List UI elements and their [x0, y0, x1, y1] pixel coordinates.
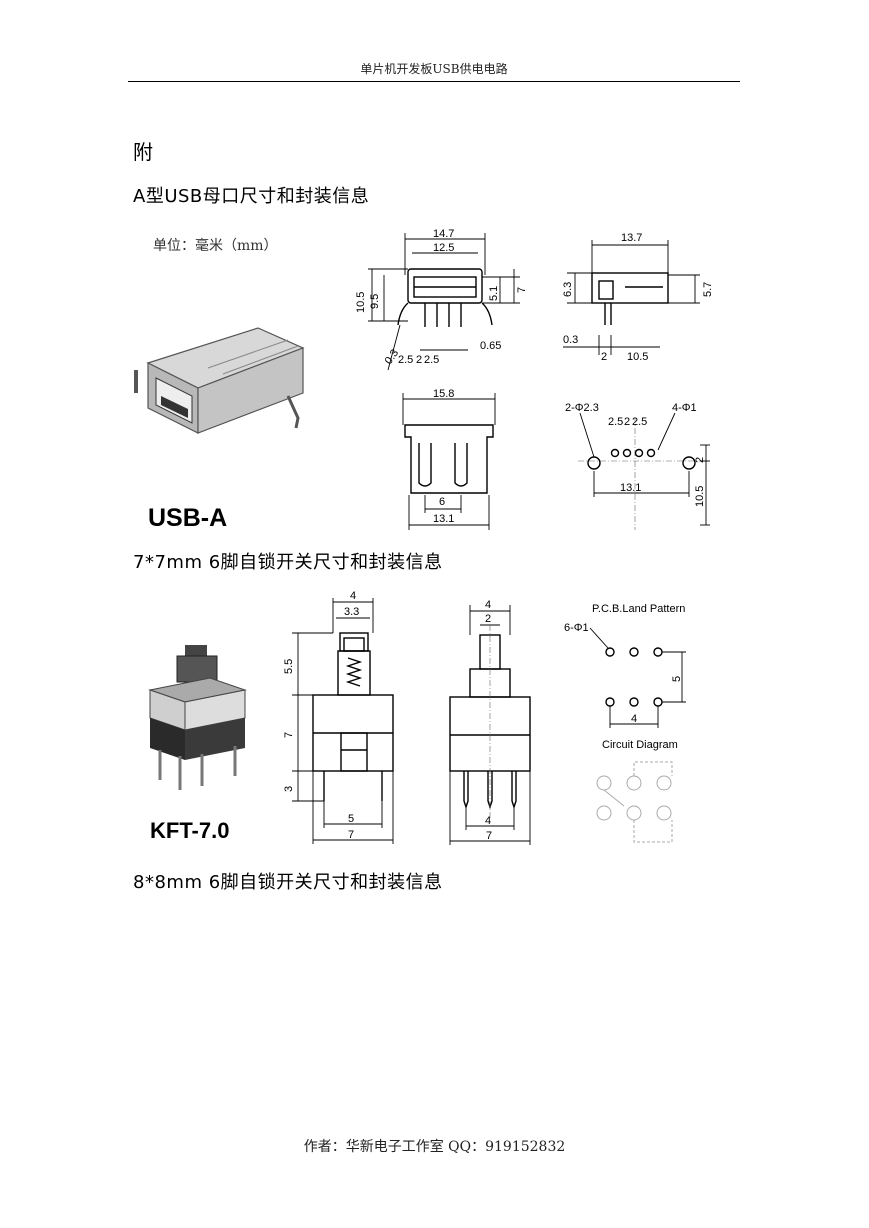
dim-bottom-slot: 6 — [439, 496, 445, 508]
dim-pitch-b: 2 — [416, 354, 422, 366]
kft-side-view-drawing: 4 2 4 7 — [449, 599, 531, 845]
dim-height-inner: 9.5 — [369, 294, 381, 309]
kft-circuit-title: Circuit Diagram — [602, 739, 678, 751]
dim-side-thickness: 0.3 — [563, 334, 578, 346]
dim-height-b: 7 — [516, 287, 528, 293]
usb-footprint-drawing: 2-Φ2.3 4-Φ1 2.5 2 2.5 13.1 2 10.5 — [565, 402, 710, 530]
dim-height-outer: 10.5 — [355, 292, 367, 313]
section-title-7x7: 7*7mm 6脚自锁开关尺寸和封装信息 — [133, 552, 443, 573]
dim-fp-v2: 10.5 — [694, 486, 706, 507]
dim-gap: 0.65 — [480, 340, 501, 352]
dim-fp-span: 13.1 — [620, 482, 641, 494]
kft-dim-pin-span: 5 — [348, 813, 354, 825]
kft-dim-body-w: 7 — [348, 829, 354, 841]
section-title-8x8: 8*8mm 6脚自锁开关尺寸和封装信息 — [133, 872, 443, 893]
kft-pcb-title: P.C.B.Land Pattern — [592, 603, 685, 615]
kft-side-top-w: 4 — [485, 599, 491, 611]
kft-circuit-diagram — [596, 761, 673, 843]
dim-side-length: 13.7 — [621, 232, 642, 244]
dim-height-a: 5.1 — [488, 286, 500, 301]
kft-front-view-drawing: 4 3.3 5.5 7 3 5 7 — [283, 590, 394, 844]
dim-fp-p2: 2 — [624, 416, 630, 428]
appendix-title: 附 — [133, 140, 153, 164]
kft-pcb-v: 5 — [671, 676, 683, 682]
kft-product-label: KFT-7.0 — [150, 818, 229, 843]
dim-pitch-a: 2.5 — [398, 354, 413, 366]
header-rule — [128, 81, 740, 82]
kft-dim-body-h: 7 — [283, 732, 295, 738]
kft-pcb-drawing: P.C.B.Land Pattern 6-Φ1 5 4 Circuit Diag… — [564, 603, 686, 843]
page-header: 单片机开发板USB供电电路 — [360, 62, 508, 76]
usb-connector-photo — [134, 327, 305, 434]
page-footer: 作者：华新电子工作室 QQ：919152832 — [303, 1139, 566, 1155]
usb-product-label: USB-A — [148, 504, 227, 532]
dim-side-a: 2 — [601, 351, 607, 363]
dim-fp-p3: 2.5 — [632, 416, 647, 428]
usb-side-view-drawing: 13.7 6.3 5.7 0.3 2 10.5 — [562, 232, 714, 363]
dim-side-h-right: 5.7 — [702, 282, 714, 297]
unit-label: 单位：毫米（mm） — [153, 237, 278, 254]
label-big-holes: 2-Φ2.3 — [565, 402, 599, 414]
dim-bottom-width: 15.8 — [433, 388, 454, 400]
label-small-holes: 4-Φ1 — [672, 402, 697, 414]
dim-side-h-left: 6.3 — [562, 282, 574, 297]
section-title-usb: A型USB母口尺寸和封装信息 — [133, 186, 370, 207]
kft-dim-top-w: 4 — [350, 590, 356, 602]
kft-side-top-inner: 2 — [485, 613, 491, 625]
kft-dim-top-inner: 3.3 — [344, 606, 359, 618]
dim-fp-p1: 2.5 — [608, 416, 623, 428]
dim-fp-v1: 2 — [694, 457, 706, 463]
kft-switch-photo — [148, 645, 247, 790]
dim-bottom-base: 13.1 — [433, 513, 454, 525]
dim-width-inner: 12.5 — [433, 242, 454, 254]
usb-bottom-view-drawing: 15.8 6 13.1 — [402, 388, 496, 530]
dim-pitch-c: 2.5 — [424, 354, 439, 366]
kft-dim-cap-h: 5.5 — [283, 659, 295, 674]
dim-width-outer: 14.7 — [433, 228, 454, 240]
usb-photo-figure: 单位：毫米（mm） USB-A — [134, 237, 305, 532]
kft-side-pin-span: 4 — [485, 815, 491, 827]
kft-photo-figure: KFT-7.0 — [148, 645, 247, 843]
kft-pcb-holes: 6-Φ1 — [564, 622, 589, 634]
dim-side-b: 10.5 — [627, 351, 648, 363]
usb-front-view-drawing: 14.7 12.5 10.5 9.5 5.1 7 0.3 2.5 2 2.5 0… — [355, 228, 528, 371]
kft-pcb-h: 4 — [631, 713, 637, 725]
kft-dim-pin-h: 3 — [283, 786, 295, 792]
kft-side-body-w: 7 — [486, 830, 492, 842]
